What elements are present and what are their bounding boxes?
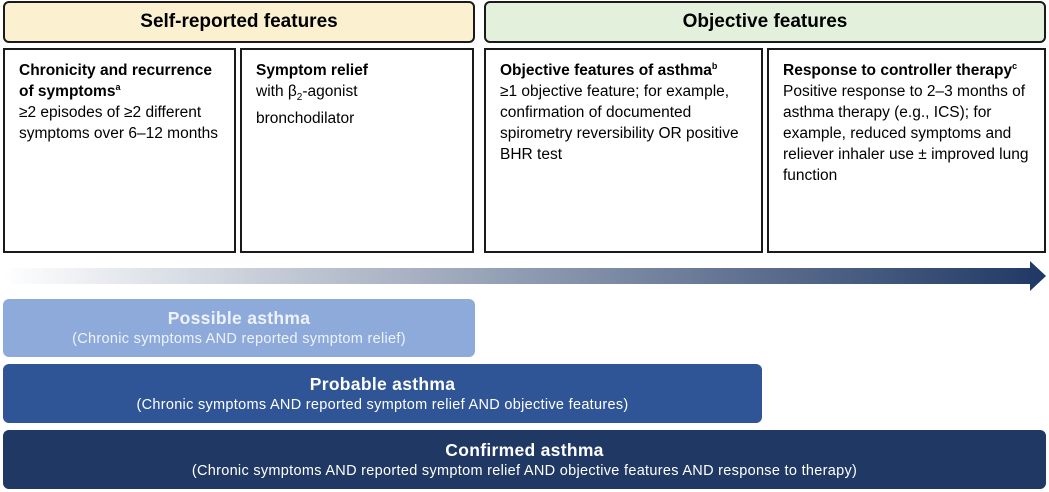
controller-therapy-card-title: Response to controller therapyc [783, 60, 1018, 79]
controller-therapy-card: Response to controller therapyc Positive… [767, 48, 1046, 253]
confirmed-asthma-title: Confirmed asthma [445, 439, 604, 460]
probable-asthma-bar: Probable asthma (Chronic symptoms AND re… [3, 364, 762, 423]
symptom-relief-card-title: Symptom relief [256, 62, 368, 79]
possible-asthma-title: Possible asthma [167, 308, 311, 328]
self-reported-features-header: Self-reported features [3, 1, 475, 43]
objective-features-header: Objective features [484, 1, 1046, 43]
footnote-b-marker: b [711, 60, 718, 71]
controller-therapy-card-body: Positive response to 2–3 months of asthm… [783, 83, 1029, 184]
progression-arrow-shape [2, 261, 1046, 291]
probable-asthma-title: Probable asthma [309, 373, 456, 394]
footnote-c-marker: c [1012, 60, 1018, 71]
objective-features-card-body: ≥1 objective feature; for example, confi… [500, 83, 739, 163]
probable-asthma-subtitle: (Chronic symptoms AND reported symptom r… [136, 396, 629, 413]
progression-arrow [2, 261, 1046, 291]
objective-features-card-title: Objective features of asthmab [500, 60, 718, 79]
symptom-relief-card-body: with β2-agonist bronchodilator [256, 83, 358, 128]
footnote-a-marker: a [115, 81, 121, 92]
chronicity-card-title: Chronicity and recurrence of symptomsa [19, 62, 212, 100]
objective-features-card: Objective features of asthmab ≥1 objecti… [484, 48, 763, 253]
possible-asthma-bar: Possible asthma (Chronic symptoms AND re… [3, 299, 475, 357]
symptom-relief-card: Symptom relief with β2-agonist bronchodi… [240, 48, 474, 253]
chronicity-card-body: ≥2 episodes of ≥2 different symptoms ove… [19, 104, 219, 142]
confirmed-asthma-subtitle: (Chronic symptoms AND reported symptom r… [191, 462, 858, 479]
chronicity-card: Chronicity and recurrence of symptomsa ≥… [3, 48, 236, 253]
possible-asthma-subtitle: (Chronic symptoms AND reported symptom r… [72, 331, 406, 347]
confirmed-asthma-bar: Confirmed asthma (Chronic symptoms AND r… [3, 430, 1046, 489]
